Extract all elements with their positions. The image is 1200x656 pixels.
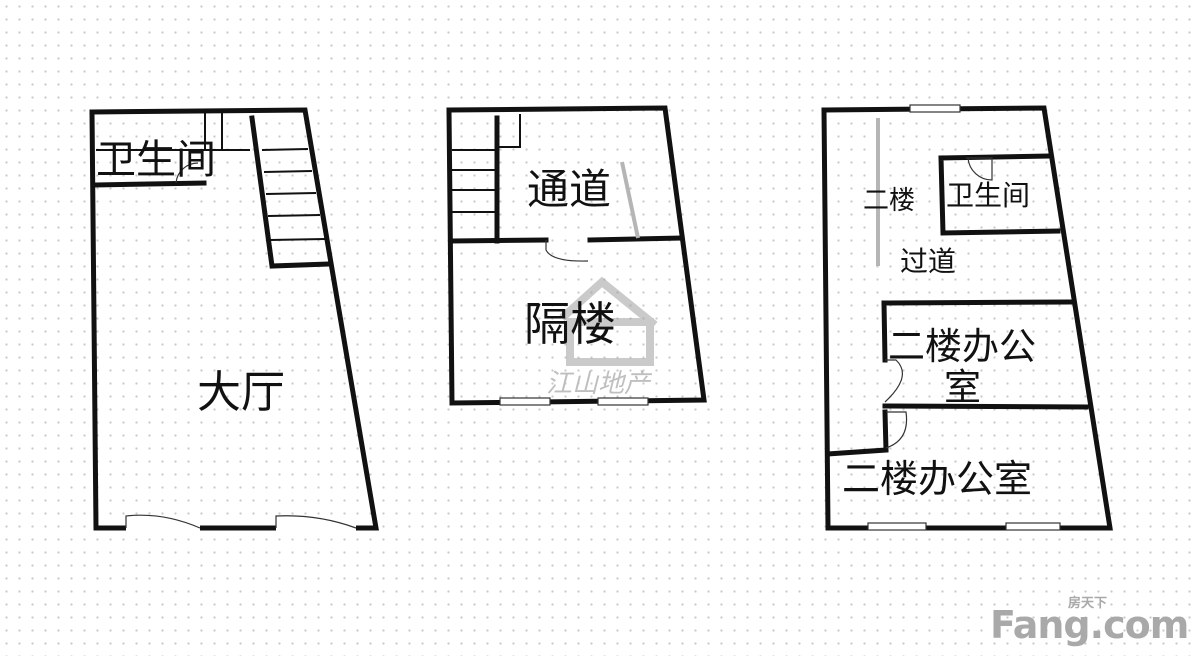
middle-staircase [452,114,521,244]
fang-logo-subtitle: 房天下 [1068,596,1108,611]
watermark-text: 江山地产 [546,369,653,399]
left-bathroom-top-wall [96,112,250,151]
middle-railing [620,161,640,239]
watermark-house-icon [559,276,658,366]
right-outer-wall [821,105,1113,531]
left-entrance-doors [125,514,357,532]
middle-door [545,240,589,262]
right-window-bottom-2 [1005,522,1061,531]
right-window-bottom-1 [867,522,927,531]
right-window-top [909,104,961,113]
right-upper-office-label-line1: 二楼办公 [888,325,1036,368]
plan-right: 二楼 卫生间 过道 二楼办公 室 二楼办公室 [821,104,1113,531]
middle-partition-wall [449,235,683,244]
right-lower-office-walls [825,409,889,457]
fang-logo: 房天下 Fang.com [990,594,1189,644]
right-passage-label: 过道 [900,245,956,278]
left-bathroom-label: 卫生间 [96,137,216,183]
right-upper-office-walls [881,299,1089,410]
right-lower-office-label: 二楼办公室 [842,457,1032,501]
left-outer-wall [89,107,379,531]
left-staircase [249,115,333,269]
middle-corridor-label: 通道 [527,165,611,214]
middle-window-2 [597,397,649,406]
plan-middle: 江山地产 通道 隔楼 [446,105,707,406]
left-bathroom-door [175,162,199,184]
right-lower-office-door [885,411,908,449]
left-hall-label: 大厅 [197,367,285,418]
middle-window-1 [499,397,551,406]
right-bathroom-walls [938,153,1061,236]
left-bathroom-wall [93,180,207,188]
right-bathroom-door [966,157,993,181]
right-upper-office-label-line2: 室 [944,366,981,409]
right-bathroom-label: 卫生间 [946,179,1030,212]
right-floor2-label: 二楼 [863,186,915,216]
fang-logo-brand: Fang.com [990,603,1189,647]
right-upper-office-door [884,359,904,403]
plan-left: 卫生间 大厅 [89,107,379,532]
middle-mezzanine-label: 隔楼 [524,297,616,351]
middle-outer-wall [446,105,707,406]
